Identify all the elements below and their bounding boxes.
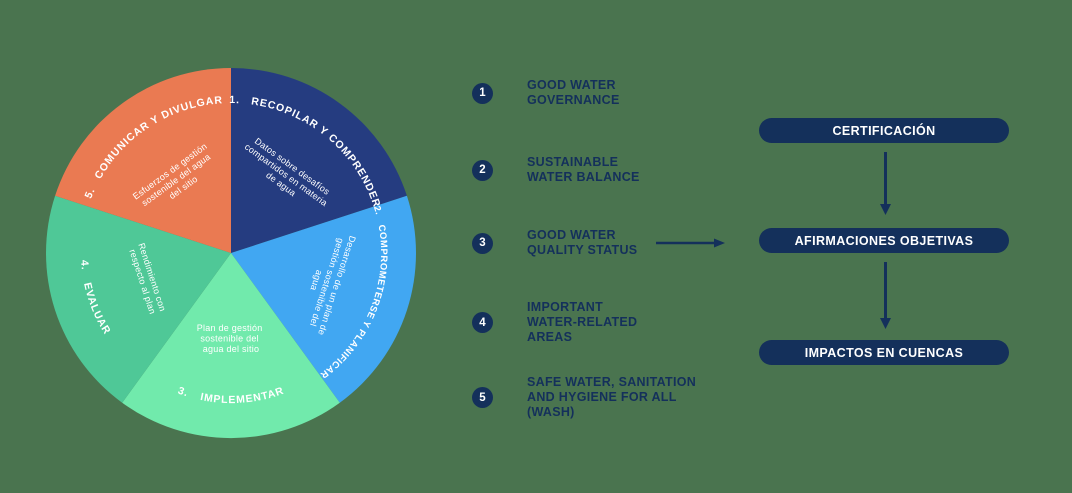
outcome-item-4: 4 IMPORTANT WATER-RELATED AREAS xyxy=(472,300,637,345)
outcome-label-4: IMPORTANT WATER-RELATED AREAS xyxy=(527,300,637,345)
outcome-item-1: 1 GOOD WATER GOVERNANCE xyxy=(472,78,620,108)
number-badge-4: 4 xyxy=(472,312,493,333)
arrow-down-icon xyxy=(880,262,891,329)
pie-segment-comunicar xyxy=(55,68,231,253)
flow-node-certificacion: CERTIFICACIÓN xyxy=(759,118,1009,143)
outcome-label-1: GOOD WATER GOVERNANCE xyxy=(527,78,620,108)
outcome-label-line: GOOD WATER xyxy=(527,78,616,92)
outcome-label-line: GOOD WATER xyxy=(527,228,616,242)
pie-segment-implementar xyxy=(122,253,340,439)
flow-node-impactos: IMPACTOS EN CUENCAS xyxy=(759,340,1009,365)
segment-sublabel-3: Plan de gestión sostenible del agua del … xyxy=(197,323,266,354)
process-wheel-chart: 1.RECOPILAR Y COMPRENDER 2.COMPROMETERSE… xyxy=(46,68,416,439)
outcome-item-5: 5 SAFE WATER, SANITATION AND HYGIENE FOR… xyxy=(472,375,696,420)
flow-node-afirmaciones: AFIRMACIONES OBJETIVAS xyxy=(759,228,1009,253)
outcome-label-line: AND HYGIENE FOR ALL xyxy=(527,390,677,404)
outcome-label-line: AREAS xyxy=(527,330,573,344)
number-badge-2: 2 xyxy=(472,159,493,181)
arrow-down-icon xyxy=(880,152,891,215)
number-badge-5: 5 xyxy=(472,387,493,408)
arrow-right-icon xyxy=(656,238,725,248)
outcome-label-line: (WASH) xyxy=(527,405,575,419)
outcome-label-line: SAFE WATER, SANITATION xyxy=(527,375,697,389)
pie-segment-recopilar xyxy=(231,68,407,253)
outcome-label-line: IMPORTANT xyxy=(527,300,604,314)
outcome-label-line: WATER BALANCE xyxy=(527,170,640,184)
outcome-label-line: GOVERNANCE xyxy=(527,93,620,107)
outcome-item-3: 3 GOOD WATER QUALITY STATUS xyxy=(472,228,637,258)
outcome-label-line: QUALITY STATUS xyxy=(527,243,638,257)
outcome-label-2: SUSTAINABLE WATER BALANCE xyxy=(527,155,640,185)
number-badge-3: 3 xyxy=(472,232,493,254)
outcome-label-line: SUSTAINABLE xyxy=(527,155,619,169)
outcome-label-line: WATER-RELATED xyxy=(527,315,638,329)
number-badge-1: 1 xyxy=(472,82,493,104)
outcome-label-5: SAFE WATER, SANITATION AND HYGIENE FOR A… xyxy=(527,375,696,420)
outcome-label-3: GOOD WATER QUALITY STATUS xyxy=(527,228,637,258)
pie-segment-comprometerse xyxy=(231,195,416,403)
pie-segment-evaluar xyxy=(46,195,231,403)
outcome-item-2: 2 SUSTAINABLE WATER BALANCE xyxy=(472,155,640,185)
